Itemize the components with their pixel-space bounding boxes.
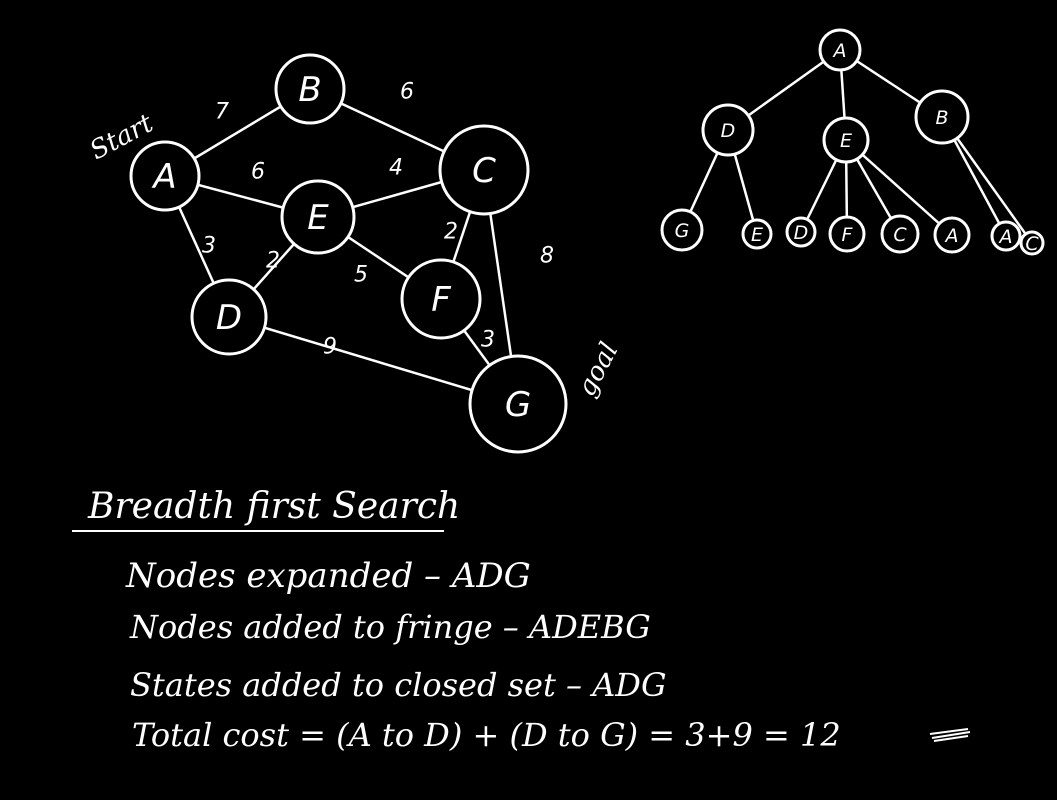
node-circle-a — [129, 140, 201, 212]
node-label-d: D — [216, 298, 242, 338]
tree-l2-4-c-circle — [880, 214, 920, 254]
tree-l2-5-a: A — [933, 216, 971, 254]
graph-edge-weights: 7 6 3 6 4 2 5 2 8 9 3 — [202, 80, 554, 360]
tree-l2-6-a-label: A — [998, 226, 1013, 248]
bfs-heading: Breadth first Search — [88, 486, 461, 527]
weight-e-d: 2 — [266, 249, 280, 274]
tree-l2-5-a-circle — [933, 216, 971, 254]
tree-l1-b: B — [914, 89, 970, 145]
node-label-a: A — [151, 157, 176, 197]
node-label-b: B — [298, 70, 321, 110]
node-circle-f — [400, 258, 482, 340]
weight-f-g: 3 — [481, 328, 495, 353]
node-e: E — [280, 179, 356, 255]
tree-l2-7-c: C — [1019, 230, 1045, 256]
node-label-f: F — [431, 280, 451, 320]
tree-l1-b-label: B — [935, 107, 948, 129]
emphasis-strokes — [929, 728, 971, 742]
tree-edge-l2-5 — [844, 138, 954, 237]
tree-l2-3-f-circle — [828, 215, 866, 253]
tree-l2-1-e-label: E — [751, 224, 763, 246]
node-g: G — [468, 354, 568, 454]
tree-l1-e-label: E — [840, 130, 852, 152]
weight-a-d: 3 — [202, 234, 216, 259]
node-label-c: C — [472, 151, 496, 191]
node-circle-d — [190, 278, 268, 356]
tree-l2-0-g: G — [660, 208, 704, 252]
weight-e-c: 4 — [389, 156, 403, 181]
nodes-expanded-line: Nodes expanded – ADG — [126, 556, 531, 596]
fringe-line: Nodes added to fringe – ADEBG — [130, 608, 651, 646]
node-f: F — [400, 258, 482, 340]
tree-l2-1-e-circle — [741, 218, 773, 250]
node-circle-e — [280, 179, 356, 255]
node-circle-g — [468, 354, 568, 454]
tree-l2-3-f: F — [828, 215, 866, 253]
tree-l2-7-c-circle — [1019, 230, 1045, 256]
weight-a-e: 6 — [251, 160, 265, 185]
tree-l2-1-e: E — [741, 218, 773, 250]
tree-l2-0-g-label: G — [675, 220, 690, 242]
tree-l1-e: E — [822, 116, 870, 164]
weight-b-c: 6 — [400, 80, 414, 105]
node-circle-c — [438, 124, 530, 216]
closed-set-line: States added to closed set – ADG — [130, 666, 667, 704]
tree-l2-5-a-label: A — [944, 225, 959, 247]
node-a: A — [129, 140, 201, 212]
tree-l1-b-circle — [914, 89, 970, 145]
tree-l2-4-c: C — [880, 214, 920, 254]
tree-l2-2-d: D — [785, 216, 817, 248]
node-c: C — [438, 124, 530, 216]
weight-e-f: 5 — [354, 263, 368, 288]
tree-root: A — [818, 28, 862, 72]
tree-l2-3-f-label: F — [842, 224, 854, 246]
weight-c-f: 2 — [444, 220, 458, 245]
tree-l1-d: D — [701, 103, 755, 157]
weight-d-g: 9 — [323, 335, 337, 360]
edge-d-g — [227, 315, 520, 406]
tree-root-label: A — [832, 40, 847, 62]
graph-nodes: A B C D E F G — [129, 53, 568, 454]
tree-l2-6-a: A — [990, 220, 1022, 252]
tree-l2-4-c-label: C — [893, 224, 907, 246]
tree-l2-7-c-label: C — [1025, 233, 1039, 255]
node-label-e: E — [307, 198, 329, 238]
tree-l2-6-a-circle — [990, 220, 1022, 252]
heading-underline — [72, 530, 444, 532]
tree-l2-2-d-label: D — [794, 222, 809, 244]
tree-l1-d-circle — [701, 103, 755, 157]
tree-root-circle — [818, 28, 862, 72]
weight-a-b: 7 — [215, 100, 229, 125]
node-label-g: G — [505, 385, 531, 425]
tree-l1-e-circle — [822, 116, 870, 164]
tree-l2-2-d-circle — [785, 216, 817, 248]
tree-l2-0-g-circle — [660, 208, 704, 252]
total-cost-line: Total cost = (A to D) + (D to G) = 3+9 =… — [132, 716, 841, 754]
node-b: B — [274, 53, 346, 125]
node-circle-b — [274, 53, 346, 125]
weight-c-g: 8 — [540, 244, 554, 269]
node-d: D — [190, 278, 268, 356]
tree-l1-d-label: D — [721, 120, 736, 142]
